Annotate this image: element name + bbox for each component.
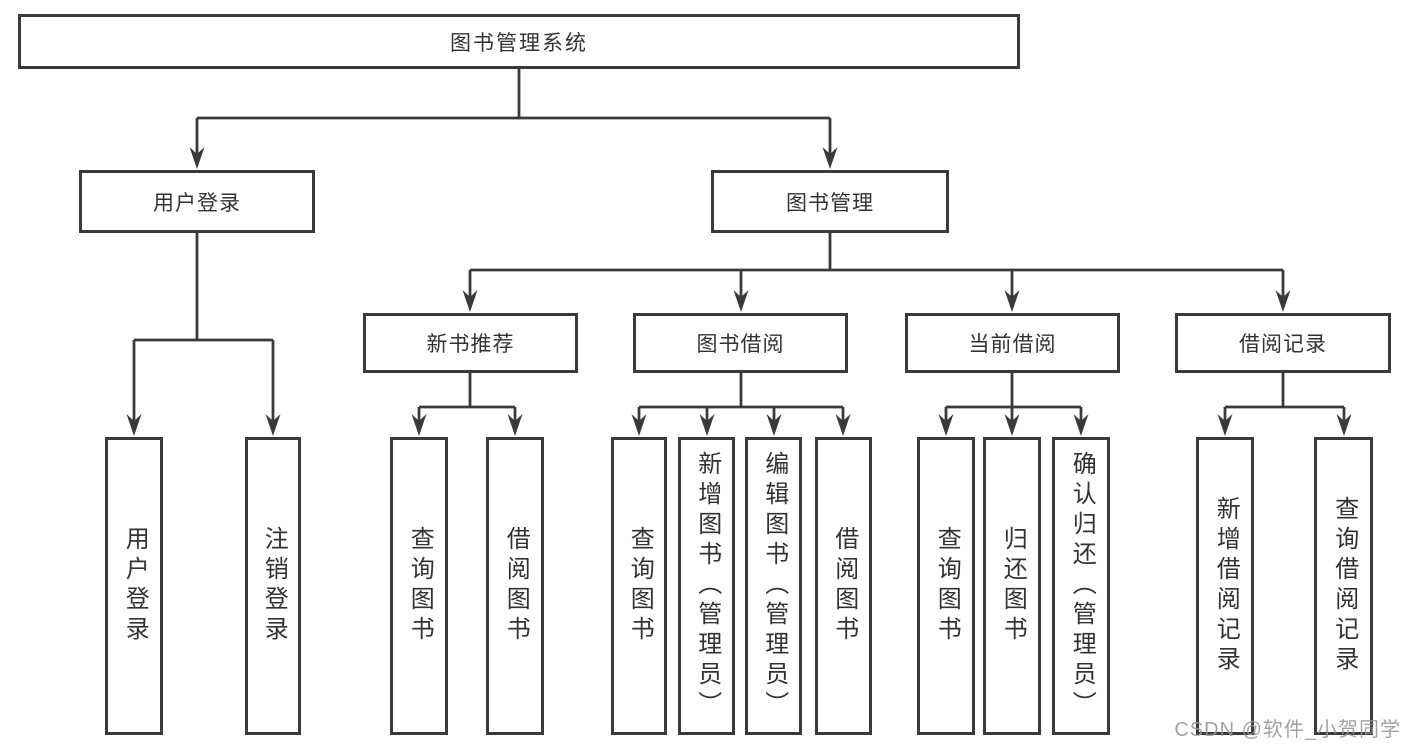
node-label: 借阅记录: [1239, 333, 1327, 356]
leaf-label: 查询借阅记录: [1330, 496, 1358, 676]
connector-borrowing-records-to-leaves: [1217, 373, 1352, 436]
leaf-borrow-books-borrowing: 借阅图书: [815, 437, 872, 735]
leaf-query-books-current: 查询图书: [917, 437, 975, 735]
leaf-return-book: 归还图书: [983, 437, 1041, 735]
connector-user-login-to-leaves: [126, 233, 281, 436]
leaf-borrow-books-recommend: 借阅图书: [486, 437, 544, 735]
node-borrowing-records: 借阅记录: [1175, 313, 1391, 373]
leaf-add-borrow-record: 新增借阅记录: [1196, 437, 1254, 735]
leaf-label: 查询图书: [626, 526, 654, 646]
node-user-login: 用户登录: [79, 170, 315, 233]
leaf-label: 归还图书: [999, 526, 1027, 646]
leaf-label: 借阅图书: [502, 526, 530, 646]
connector-new-book-recommend-to-leaves: [411, 373, 523, 436]
leaf-label: 编辑图书（管理员）: [760, 451, 788, 721]
leaf-label: 借阅图书: [830, 526, 858, 646]
leaf-query-books-borrowing: 查询图书: [611, 437, 667, 735]
node-label: 当前借阅: [968, 333, 1057, 356]
leaf-query-borrow-record: 查询借阅记录: [1314, 437, 1373, 735]
leaf-logout: 注销登录: [245, 437, 301, 735]
node-book-management: 图书管理: [711, 170, 949, 233]
connector-book-borrowing-to-leaves: [631, 373, 851, 436]
node-new-book-recommend: 新书推荐: [363, 313, 578, 373]
node-library-management-system: 图书管理系统: [18, 14, 1020, 69]
leaf-label: 查询图书: [406, 526, 434, 646]
leaf-label: 用户登录: [121, 526, 149, 646]
node-label: 图书管理: [786, 191, 874, 215]
leaf-label: 查询图书: [933, 526, 961, 646]
leaf-label: 新增借阅记录: [1212, 496, 1240, 676]
node-label: 用户登录: [153, 191, 241, 215]
csdn-watermark: CSDN @软件_小贺同学: [1174, 719, 1401, 741]
node-label: 图书管理系统: [450, 31, 588, 55]
connector-root-to-level2: [189, 69, 838, 169]
leaf-edit-book-admin: 编辑图书（管理员）: [745, 437, 802, 735]
leaf-label: 新增图书（管理员）: [693, 451, 721, 721]
connector-book-management-to-level3: [462, 233, 1291, 312]
leaf-label: 注销登录: [260, 526, 288, 646]
node-label: 新书推荐: [426, 333, 515, 356]
node-label: 图书借阅: [696, 333, 785, 356]
leaf-add-book-admin: 新增图书（管理员）: [678, 437, 735, 735]
connector-current-borrowing-to-leaves: [938, 373, 1089, 436]
leaf-user-login: 用户登录: [105, 437, 163, 735]
leaf-query-books-recommend: 查询图书: [390, 437, 448, 735]
node-current-borrowing: 当前借阅: [905, 313, 1120, 373]
leaf-label: 确认归还（管理员）: [1068, 451, 1096, 721]
leaf-confirm-return-admin: 确认归还（管理员）: [1052, 437, 1110, 735]
node-book-borrowing: 图书借阅: [633, 313, 848, 373]
